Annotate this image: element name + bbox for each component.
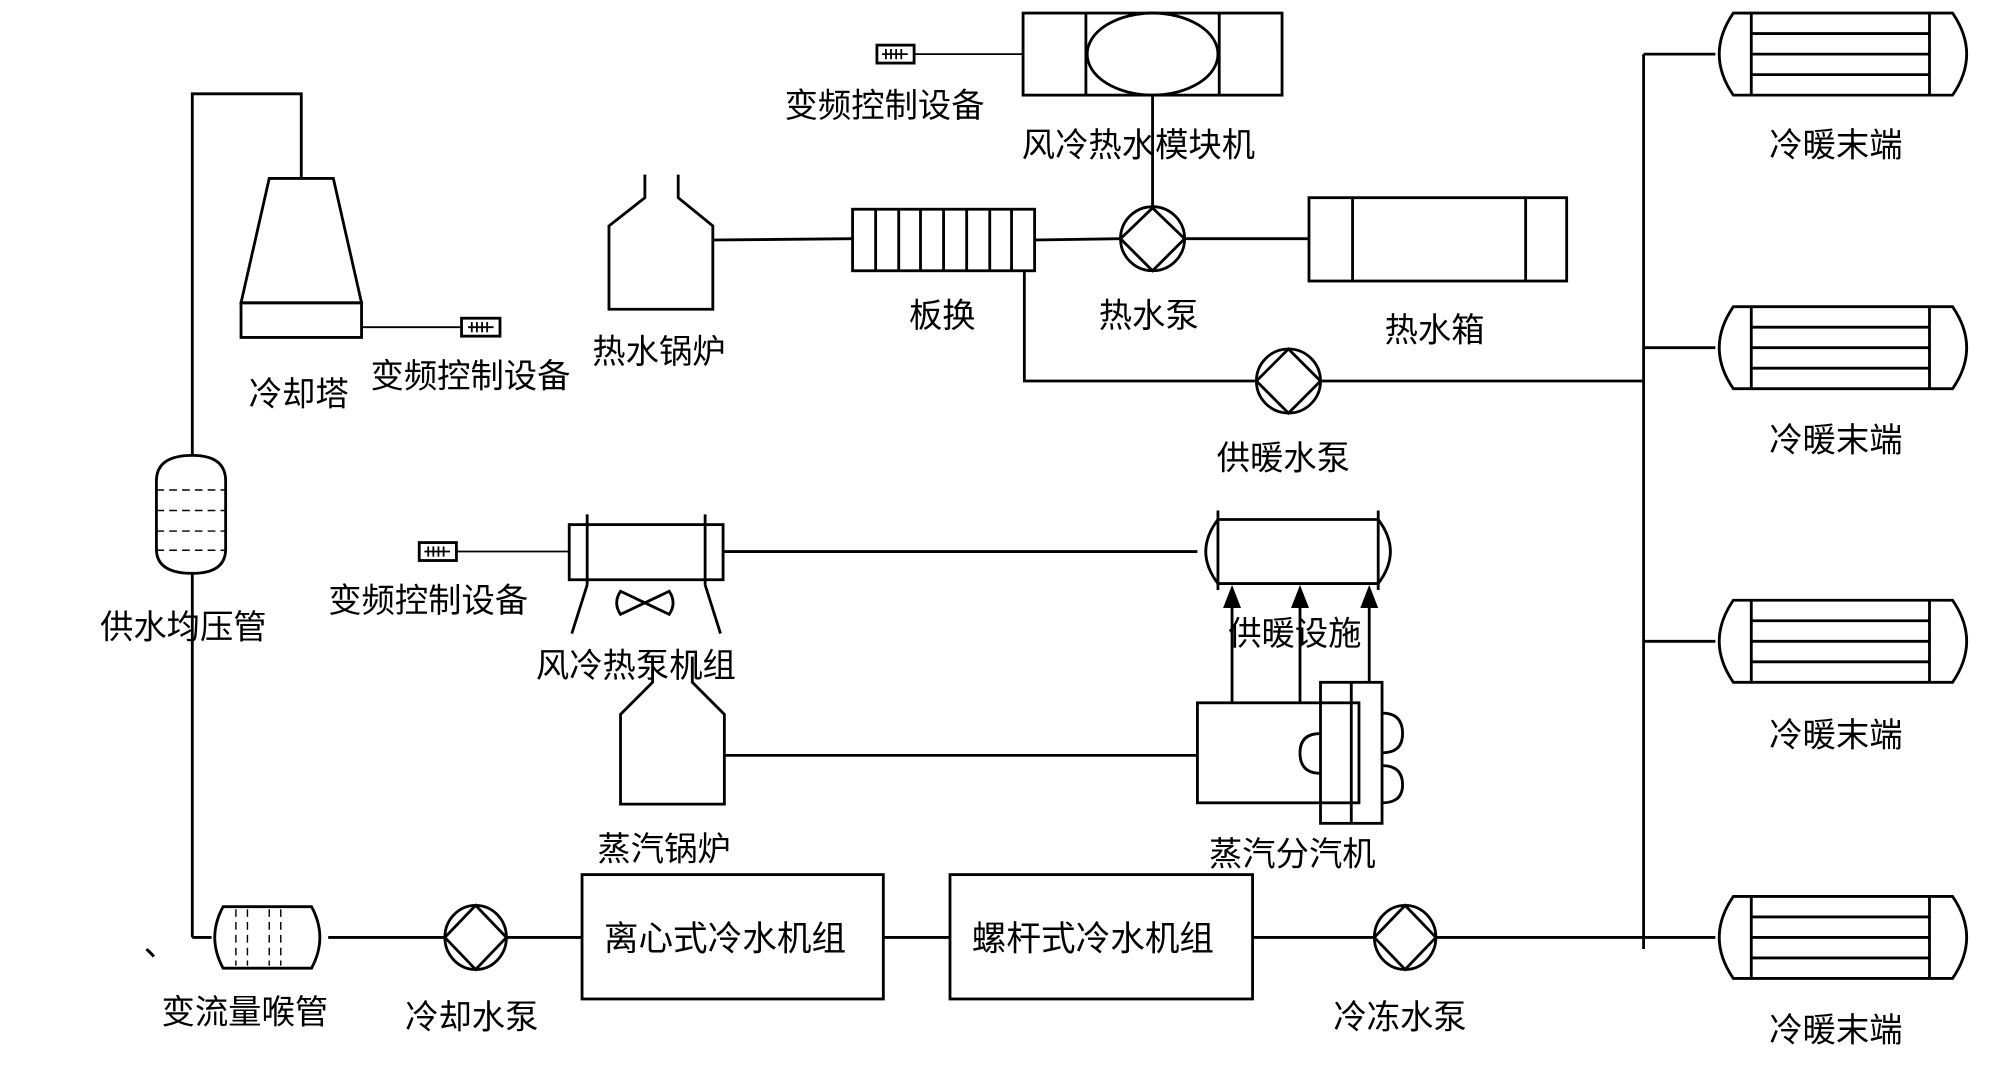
variable-flow-throat [213, 905, 322, 970]
steam-up-arrows [1223, 584, 1379, 703]
terminal-unit [1717, 598, 1969, 684]
cooling-tower-riser-pipe [190, 92, 303, 456]
boiler-to-plate-pipe [712, 237, 853, 242]
plate-heat-exchanger [851, 207, 1037, 273]
chilled-water-pump-label: 冷冻水泵 [1333, 997, 1466, 1036]
air-cooled-hot-water-module [1021, 11, 1284, 97]
steam-distributor-label: 蒸汽分汽机 [1209, 835, 1376, 874]
cooling-tower [239, 177, 364, 339]
steam-boiler [619, 656, 726, 806]
plate-to-pump-pipe [1034, 237, 1121, 242]
variable-flow-throat-label: 变流量喉管 [162, 992, 329, 1031]
heat-pump-label: 风冷热泵机组 [536, 646, 736, 685]
steam-boiler-label: 蒸汽锅炉 [597, 830, 730, 869]
chilled-water-pump-icon [1372, 903, 1438, 972]
heating-facility-vessel [1204, 510, 1392, 591]
plate-to-heating-pump-pipe [1022, 270, 1257, 383]
air-cooled-heat-pump [567, 514, 725, 635]
steam-distributor [1196, 680, 1404, 825]
heating-pump-icon [1254, 346, 1323, 416]
stray-mark: 、 [144, 924, 177, 963]
vfd-icon [417, 541, 458, 562]
supply-header-label: 供水均压管 [100, 608, 267, 647]
hot-water-pump-icon [1118, 205, 1187, 273]
cooling-water-pump-label: 冷却水泵 [405, 997, 538, 1036]
cooling-tower-label: 冷却塔 [249, 374, 349, 413]
fan-icon [615, 589, 675, 617]
heating-pump-label: 供暖水泵 [1217, 438, 1350, 477]
hot-water-boiler-label: 热水锅炉 [592, 332, 725, 371]
hot-water-tank [1307, 196, 1569, 283]
heat-pump-vfd-label: 变频控制设备 [328, 581, 528, 620]
cooling-water-pump-icon [442, 903, 509, 972]
centrifugal-chiller-label: 离心式冷水机组 [604, 919, 846, 959]
vfd-icon [460, 316, 502, 338]
vfd-icon [875, 43, 916, 65]
terminal-label: 冷暖末端 [1769, 715, 1902, 754]
terminal-label: 冷暖末端 [1769, 1010, 1902, 1049]
terminal-unit [1717, 11, 1969, 97]
terminal-label: 冷暖末端 [1769, 421, 1902, 460]
supply-header-vessel [155, 453, 228, 575]
hot-water-pump-label: 热水泵 [1099, 296, 1199, 335]
terminal-unit [1717, 305, 1969, 391]
hot-water-boiler [607, 174, 715, 311]
cooling-tower-vfd-label: 变频控制设备 [371, 356, 571, 395]
hot-water-tank-label: 热水箱 [1385, 310, 1485, 349]
module-label: 风冷热水模块机 [1022, 126, 1255, 165]
screw-chiller-label: 螺杆式冷水机组 [972, 919, 1214, 959]
terminal-unit [1717, 895, 1969, 980]
plate-exchanger-label: 板换 [909, 296, 976, 335]
heating-facility-label: 供暖设施 [1228, 614, 1361, 653]
module-vfd-label: 变频控制设备 [785, 86, 985, 125]
terminal-label: 冷暖末端 [1769, 126, 1902, 165]
